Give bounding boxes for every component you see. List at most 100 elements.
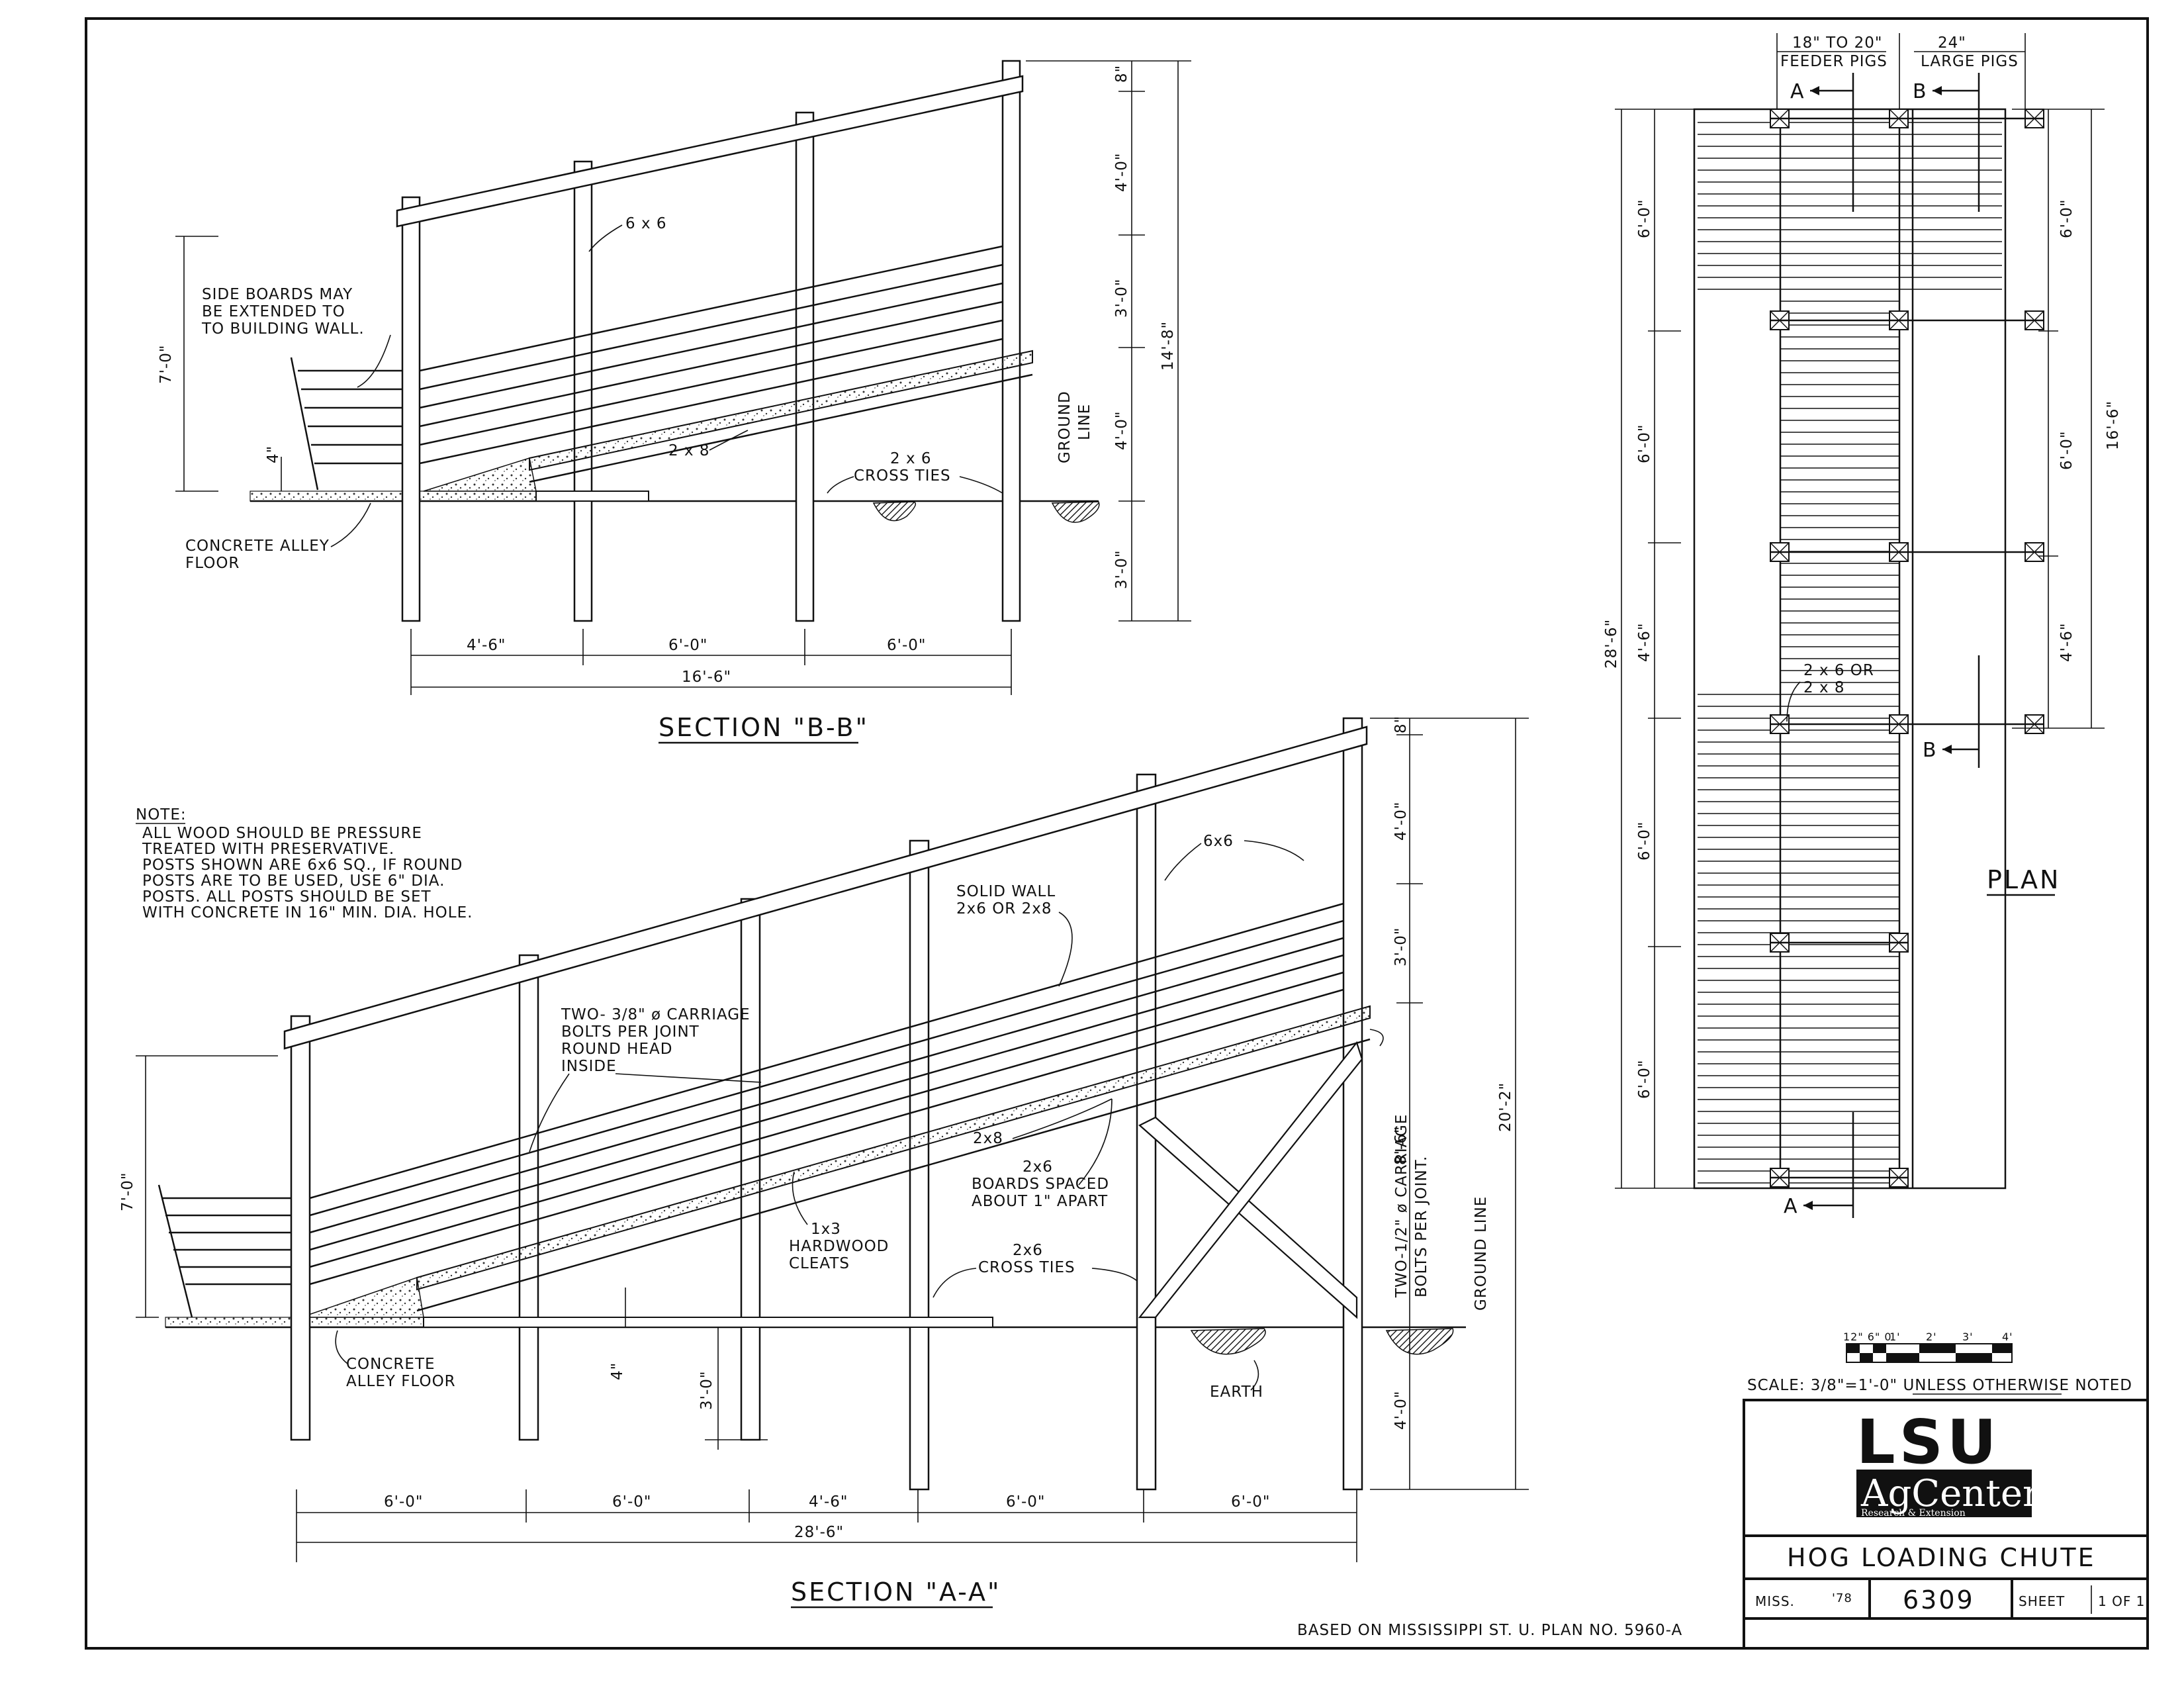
aa-bolts-label: BOLTS PER JOINT	[561, 1023, 700, 1041]
bb-concrete-label: CONCRETE ALLEY	[185, 538, 330, 555]
bb-dim-right: 3'-0"	[1113, 279, 1130, 318]
scale-tick: 3'	[1962, 1331, 1974, 1343]
plan-view: 18" TO 20" FEEDER PIGS 24" LARGE PIGS A …	[1603, 33, 2122, 1218]
note-line: ALL WOOD SHOULD BE PRESSURE	[142, 825, 422, 842]
scale-tick: 4'	[2002, 1331, 2013, 1343]
bb-dim-right: 8"	[1113, 65, 1130, 83]
bb-post-label: 6 x 6	[625, 215, 667, 232]
note-line: POSTS. ALL POSTS SHOULD BE SET	[142, 888, 432, 906]
aa-boards-label: BOARDS SPACED	[972, 1176, 1109, 1193]
plan-dim-left: 6'-0"	[1636, 199, 1653, 238]
sheet-border	[85, 17, 2149, 1650]
svg-text:SIDE BOARDS MAY: SIDE BOARDS MAY	[202, 286, 353, 303]
bb-top-rail	[396, 75, 1024, 228]
aa-boards-label: ABOUT 1" APART	[972, 1193, 1108, 1210]
lsu-agcenter-logo: LSU AgCenter Research & Extension	[1856, 1407, 2040, 1519]
drawing-title: HOG LOADING CHUTE	[1787, 1543, 2096, 1572]
aa-post-label: 6x6	[1203, 833, 1234, 850]
plan-header-feeder: FEEDER PIGS	[1780, 53, 1888, 70]
bb-dim-bottom: 4'-6"	[467, 637, 506, 654]
aa-dim-bottom: 6'-0"	[612, 1493, 651, 1511]
aa-bolts-right-label: TWO-1/2" ø CARRIAGE	[1393, 1114, 1410, 1298]
note-line: TREATED WITH PRESERVATIVE.	[142, 841, 394, 858]
bb-concrete-fill	[423, 457, 537, 492]
aa-cross-brace	[1138, 1041, 1363, 1319]
bb-ground-label: GROUND	[1056, 391, 1073, 463]
tb-sheet: SHEET	[2019, 1593, 2065, 1609]
aa-ties-label: 2x6	[1013, 1242, 1043, 1259]
plan-mark-b: B	[1913, 80, 1928, 103]
plan-mark-a: A	[1790, 80, 1805, 103]
bb-concrete-label: FLOOR	[185, 555, 240, 572]
tb-sheet-of: 1 OF 1	[2098, 1593, 2145, 1609]
aa-dim-right: 3'-0"	[1392, 927, 1410, 966]
plan-dim-left: 4'-6"	[1636, 623, 1653, 662]
plan-mark-b: B	[1923, 739, 1938, 762]
aa-dim-right: 4'-0"	[1392, 802, 1410, 841]
svg-text:TO BUILDING WALL.: TO BUILDING WALL.	[201, 320, 365, 338]
bb-post	[795, 111, 815, 622]
bb-note-line: BE EXTENDED TO	[202, 303, 345, 320]
note-line: POSTS SHOWN ARE 6x6 SQ., IF ROUND	[142, 857, 463, 874]
aa-concrete-fill	[300, 1277, 424, 1318]
bb-dim-total-height: 14'-8"	[1160, 321, 1177, 371]
tb-origin: MISS.	[1755, 1593, 1795, 1609]
aa-cleats-label: 1x3	[811, 1221, 841, 1238]
plan-dim-left: 6'-0"	[1636, 821, 1653, 861]
plan-outline	[1693, 108, 2007, 1190]
scale-tick: 1'	[1889, 1331, 1901, 1343]
aa-cleats-label: CLEATS	[789, 1255, 850, 1272]
plan-mark-a: A	[1784, 1195, 1799, 1218]
bb-note-line: TO BUILDING WALL.	[201, 320, 365, 338]
bb-dim-bottom: 6'-0"	[887, 637, 926, 654]
plan-dim-right: 4'-6"	[2058, 623, 2075, 662]
plan-floor-label: 2 x 8	[1803, 679, 1845, 696]
aa-dim-total-length: 28'-6"	[794, 1524, 844, 1541]
section-aa-title: SECTION "A-A"	[791, 1577, 1001, 1607]
title-block: LSU AgCenter Research & Extension HOG LO…	[1743, 1399, 2149, 1650]
svg-text:Research & Extension: Research & Extension	[1861, 1508, 1966, 1519]
aa-dim-total-height: 20'-2"	[1497, 1082, 1514, 1132]
plan-dim-right: 6'-0"	[2058, 199, 2075, 238]
note-line: POSTS ARE TO BE USED, USE 6" DIA.	[142, 872, 445, 890]
scale-bar: 12" 6" 0 1' 2' 3' 4' SCALE: 3/8"=1'-0" U…	[1747, 1331, 2132, 1395]
aa-bolts-label: ROUND HEAD	[561, 1041, 672, 1058]
bb-post	[401, 196, 421, 622]
aa-dim-right: 8'-6"	[1392, 1126, 1410, 1165]
aa-wall-label: 2x6 OR 2x8	[956, 900, 1052, 917]
plan-posts	[1770, 109, 2044, 1188]
svg-text:BE EXTENDED TO: BE EXTENDED TO	[202, 303, 345, 320]
bb-earth	[1051, 501, 1100, 523]
credit-line: BASED ON MISSISSIPPI ST. U. PLAN NO. 596…	[1297, 1622, 1682, 1639]
aa-dim-bottom: 6'-0"	[1006, 1493, 1045, 1511]
bb-dim-right: 4'-0"	[1113, 411, 1130, 450]
bb-post	[1001, 60, 1021, 622]
aa-concrete-label: ALLEY FLOOR	[346, 1373, 456, 1390]
plan-dim-left: 6'-0"	[1636, 424, 1653, 463]
plan-dim-left: 6'-0"	[1636, 1060, 1653, 1099]
scale-text: SCALE: 3/8"=1'-0" UNLESS OTHERWISE NOTED	[1747, 1377, 2132, 1394]
aa-dim-bottom: 4'-6"	[809, 1493, 848, 1511]
plan-dim-right: 6'-0"	[2058, 431, 2075, 470]
bb-ties-label: CROSS TIES	[854, 467, 951, 485]
aa-dim-right: 8"	[1392, 716, 1410, 733]
aa-ties-label: CROSS TIES	[978, 1259, 1075, 1276]
section-bb: SIDE BOARDS MAY BE EXTENDED TO TO BUILDI…	[158, 60, 1191, 744]
aa-concrete-label: CONCRETE	[346, 1356, 435, 1373]
plan-dim-right-total: 16'-6"	[2105, 400, 2122, 450]
aa-wall-label: SOLID WALL	[956, 883, 1056, 900]
aa-dim-bottom: 6'-0"	[1231, 1493, 1270, 1511]
plan-floor-boards	[1698, 122, 2002, 1184]
plan-header-feeder: 18" TO 20"	[1792, 34, 1882, 52]
bb-ties-label: 2 x 6	[890, 450, 932, 467]
scale-tick: 12" 6" 0	[1843, 1331, 1892, 1343]
aa-bolts-right-label: BOLTS PER JOINT.	[1413, 1156, 1430, 1297]
plan-title: PLAN	[1987, 865, 2060, 894]
aa-dim-4in: 4"	[609, 1362, 626, 1380]
aa-top-rail	[283, 726, 1368, 1050]
aa-floor-label: 2x8	[973, 1130, 1003, 1147]
note-line: WITH CONCRETE IN 16" MIN. DIA. HOLE.	[142, 904, 473, 921]
svg-text:LSU: LSU	[1856, 1407, 2001, 1477]
section-bb-title: SECTION "B-B"	[659, 713, 869, 742]
aa-side-boards	[158, 902, 1344, 1318]
